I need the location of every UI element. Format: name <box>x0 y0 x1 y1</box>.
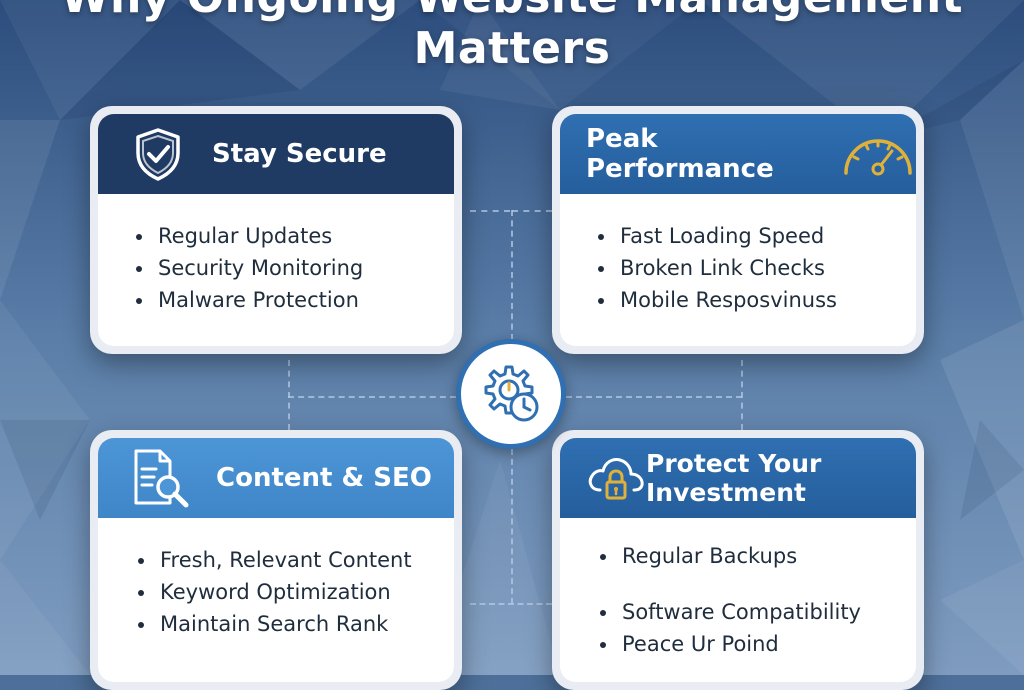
card-title: Content & SEO <box>216 463 432 493</box>
card-inner: Protect Your Investment Regular Backups … <box>560 438 916 682</box>
card-body: Fast Loading Speed Broken Link Checks Mo… <box>560 194 916 346</box>
card-peak-performance: Peak Performance Fast Loading Speed Brok… <box>552 106 924 354</box>
card-header: Peak Performance <box>560 114 916 194</box>
bullet-list: Fresh, Relevant Content Keyword Optimiza… <box>138 544 454 640</box>
card-inner: Content & SEO Fresh, Relevant Content Ke… <box>98 438 454 682</box>
list-item: Keyword Optimization <box>138 576 454 608</box>
list-item: Malware Protection <box>136 284 454 316</box>
list-item: Maintain Search Rank <box>138 608 454 640</box>
connector-line <box>566 396 742 398</box>
card-inner: Peak Performance Fast Loading Speed Brok… <box>560 114 916 346</box>
connector-line <box>288 360 290 430</box>
list-item: Regular Backups <box>600 540 916 572</box>
list-item: Mobile Resposvinuss <box>598 284 916 316</box>
bullet-list: Fast Loading Speed Broken Link Checks Mo… <box>598 220 916 316</box>
card-inner: Stay Secure Regular Updates Security Mon… <box>98 114 454 346</box>
connector-line <box>741 360 743 430</box>
card-header: Stay Secure <box>98 114 454 194</box>
connector-line <box>511 210 513 340</box>
bullet-list: Regular Updates Security Monitoring Malw… <box>136 220 454 316</box>
card-header: Content & SEO <box>98 438 454 518</box>
gear-clock-icon <box>476 359 546 429</box>
list-item: Security Monitoring <box>136 252 454 284</box>
list-item: Fast Loading Speed <box>598 220 916 252</box>
card-body: Fresh, Relevant Content Keyword Optimiza… <box>98 518 454 682</box>
connector-line <box>470 603 552 605</box>
card-body: Regular Backups Software Compatibility P… <box>560 518 916 682</box>
card-body: Regular Updates Security Monitoring Malw… <box>98 194 454 346</box>
cloud-lock-icon <box>586 450 646 506</box>
document-search-icon <box>130 447 190 509</box>
list-item: Broken Link Checks <box>598 252 916 284</box>
list-item: Software Compatibility <box>600 596 916 628</box>
connector-line <box>512 210 552 212</box>
card-content-seo: Content & SEO Fresh, Relevant Content Ke… <box>90 430 462 690</box>
card-protect-investment: Protect Your Investment Regular Backups … <box>552 430 924 690</box>
bullet-list: Regular Backups Software Compatibility P… <box>600 540 916 660</box>
list-item: Peace Ur Poind <box>600 628 916 660</box>
center-hub <box>456 339 566 449</box>
speedometer-icon <box>840 129 916 179</box>
card-header: Protect Your Investment <box>560 438 916 518</box>
card-title: Protect Your Investment <box>646 449 822 507</box>
connector-line <box>470 210 510 212</box>
list-item: Regular Updates <box>136 220 454 252</box>
shield-check-icon <box>130 126 186 182</box>
card-title: Stay Secure <box>212 139 387 169</box>
connector-line <box>511 449 513 604</box>
list-item: Fresh, Relevant Content <box>138 544 454 576</box>
card-title: Peak Performance <box>586 124 774 184</box>
page-title: Why Ongoing Website Management Matters <box>61 0 963 74</box>
card-stay-secure: Stay Secure Regular Updates Security Mon… <box>90 106 462 354</box>
connector-line <box>288 396 456 398</box>
